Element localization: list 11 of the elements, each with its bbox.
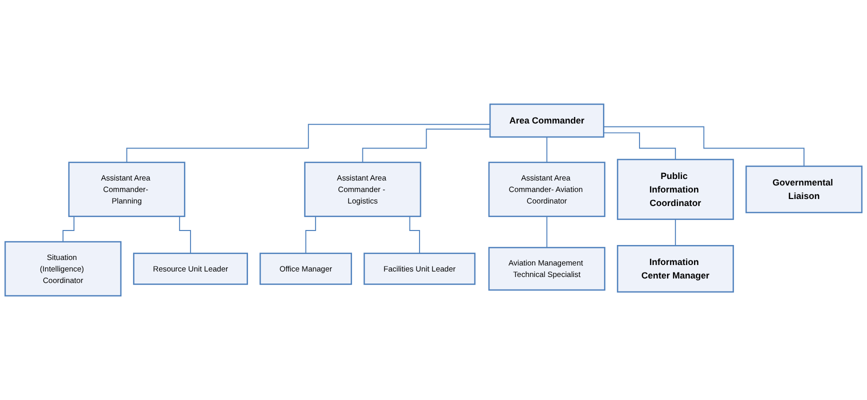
node-box: Area Commander [489,104,604,138]
connector [674,218,676,246]
connector [603,132,676,160]
node-box: Governmental Liaison [746,166,862,214]
connector [362,128,491,163]
connector [546,216,548,248]
node-box: Information Center Manager [616,245,734,293]
connector [126,124,491,163]
node-box: Public Information Coordinator [616,158,734,220]
connector [546,136,548,163]
connector [603,126,804,167]
